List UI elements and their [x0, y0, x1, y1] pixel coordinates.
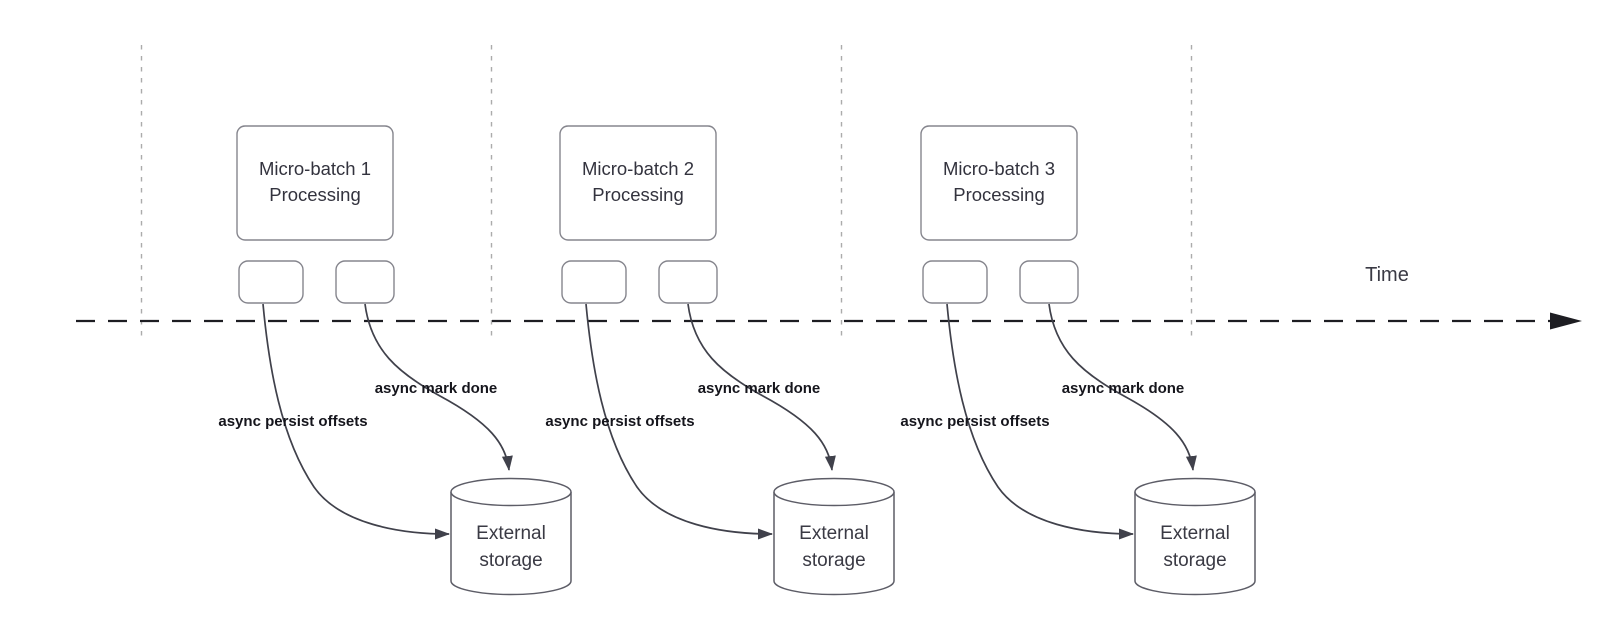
- mark-done-arrow: [687, 303, 836, 471]
- batch-group-3: Micro-batch 3 Processing async persist o…: [900, 125, 1256, 596]
- storage-label-line2: storage: [1163, 550, 1226, 571]
- persist-offsets-label: async persist offsets: [900, 413, 1049, 430]
- persist-offsets-arrow: [262, 303, 450, 540]
- batch-group-2: Micro-batch 2 Processing async persist o…: [545, 125, 895, 596]
- storage-cylinder-body: [773, 492, 895, 596]
- storage-label-line2: storage: [802, 550, 865, 571]
- offset-task-rect: [922, 260, 988, 304]
- persist-offsets-arrow: [585, 303, 773, 540]
- processing-box-title-line1: Micro-batch 3: [943, 158, 1055, 179]
- processing-box-title-line2: Processing: [269, 184, 361, 205]
- storage-label-line1: External: [799, 523, 869, 544]
- mark-done-arrow: [1048, 303, 1197, 471]
- done-task-rect: [335, 260, 395, 304]
- storage-cylinder: External storage: [773, 477, 895, 596]
- done-task-rect: [1019, 260, 1079, 304]
- storage-cylinder-top: [773, 477, 895, 507]
- persist-offsets-arrow: [946, 303, 1134, 540]
- offset-task-rect: [238, 260, 304, 304]
- processing-box: [920, 125, 1078, 241]
- persist-offsets-label: async persist offsets: [218, 413, 367, 430]
- processing-box-title-line2: Processing: [953, 184, 1045, 205]
- processing-box-title-line2: Processing: [592, 184, 684, 205]
- mark-done-label: async mark done: [1062, 380, 1185, 397]
- offset-task-rect: [561, 260, 627, 304]
- processing-box-title-line1: Micro-batch 1: [259, 158, 371, 179]
- mark-done-label: async mark done: [375, 380, 498, 397]
- done-task-rect: [658, 260, 718, 304]
- time-axis-label: Time: [1365, 264, 1409, 286]
- storage-cylinder: External storage: [1134, 477, 1256, 596]
- processing-box-title-line1: Micro-batch 2: [582, 158, 694, 179]
- processing-box: [559, 125, 717, 241]
- mark-done-label: async mark done: [698, 380, 821, 397]
- storage-cylinder-top: [1134, 477, 1256, 507]
- storage-cylinder-body: [450, 492, 572, 596]
- mark-done-arrow: [364, 303, 513, 471]
- processing-box: [236, 125, 394, 241]
- storage-cylinder-top: [450, 477, 572, 507]
- storage-cylinder-body: [1134, 492, 1256, 596]
- storage-label-line1: External: [476, 523, 546, 544]
- time-axis-arrowhead: [1550, 312, 1582, 330]
- storage-label-line2: storage: [479, 550, 542, 571]
- batch-group-1: Micro-batch 1 Processing async persist o…: [218, 125, 572, 596]
- storage-cylinder: External storage: [450, 477, 572, 596]
- persist-offsets-label: async persist offsets: [545, 413, 694, 430]
- storage-label-line1: External: [1160, 523, 1230, 544]
